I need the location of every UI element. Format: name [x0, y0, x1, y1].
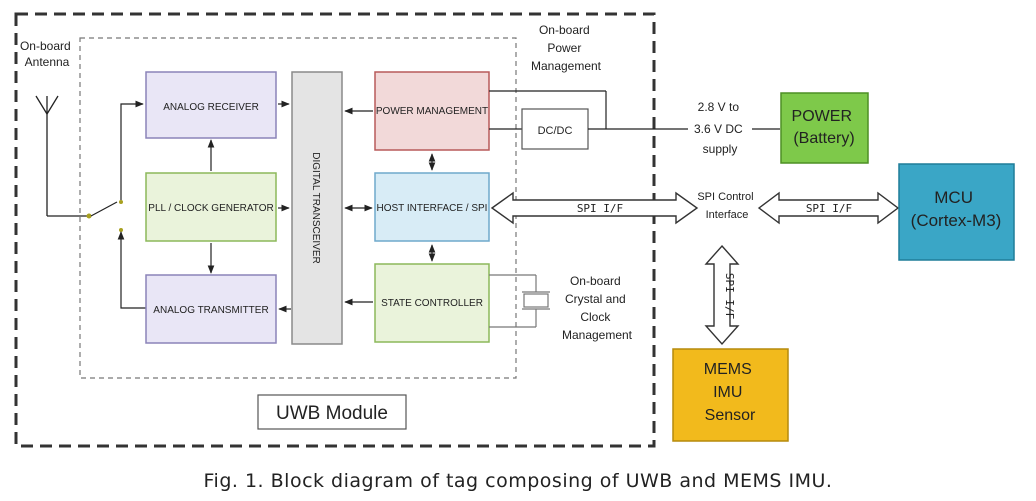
spi-arrow-vertical-label: SPI I/F	[723, 273, 736, 319]
mems-imu-block	[672, 348, 789, 442]
spi-arrow-left	[490, 191, 699, 225]
power-battery-block	[780, 92, 869, 164]
digital-transceiver-label: DIGITAL TRANSCEIVER	[310, 152, 321, 264]
power-management-block	[374, 71, 490, 151]
analog-receiver-label: ANALOG RECEIVER	[163, 102, 259, 113]
pll-clock-generator-block	[145, 172, 277, 242]
uwb-module-label: UWB Module	[276, 403, 388, 424]
host-interface-spi-label: HOST INTERFACE / SPI	[377, 203, 488, 214]
analog-transmitter-block	[145, 274, 277, 344]
power-management-label: POWER MANAGEMENT	[376, 106, 488, 117]
spi-arrow-right-label: SPI I/F	[806, 202, 852, 215]
state-controller-block	[374, 263, 490, 343]
spi-arrow-right	[757, 191, 900, 225]
state-controller-label: STATE CONTROLLER	[381, 298, 483, 309]
supply-label: 2.8 V to 3.6 V DC supply	[694, 100, 746, 156]
mems-imu-label: MEMS IMU Sensor	[704, 361, 756, 424]
spi-arrow-left-label: SPI I/F	[577, 202, 623, 215]
analog-transmitter-label: ANALOG TRANSMITTER	[153, 305, 268, 316]
crystal-icon	[489, 274, 550, 328]
onboard-power-label: On-board Power Management	[531, 23, 602, 73]
spi-arrow-vertical	[704, 244, 740, 346]
pll-clock-generator-label: PLL / CLOCK GENERATOR	[148, 203, 273, 214]
antenna-icon	[35, 95, 88, 217]
digital-transceiver-block	[291, 71, 343, 345]
crystal-clock-label: On-board Crystal and Clock Management	[562, 274, 633, 342]
power-battery-label: POWER (Battery)	[792, 108, 857, 147]
tag-boundary	[14, 12, 656, 448]
antenna-label: On-board Antenna	[20, 39, 74, 69]
mcu-block	[898, 163, 1015, 261]
host-interface-spi-block	[374, 172, 490, 242]
uwb-module-label-box	[257, 394, 407, 430]
antenna-switch-node	[86, 213, 92, 219]
spi-control-interface-label: SPI Control Interface	[697, 191, 756, 221]
dcdc-label: DC/DC	[538, 125, 573, 137]
figure-caption: Fig. 1. Block diagram of tag composing o…	[203, 470, 833, 492]
analog-receiver-block	[145, 71, 277, 139]
mcu-label: MCU (Cortex-M3)	[911, 188, 1002, 230]
